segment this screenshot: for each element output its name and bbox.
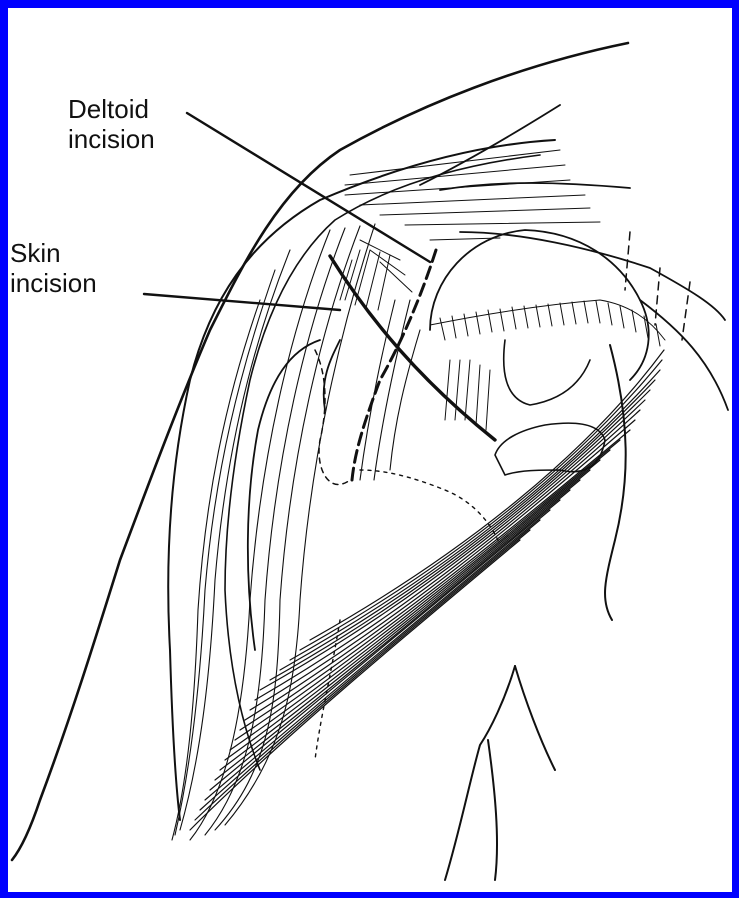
clavicle-contour: [420, 105, 560, 185]
skin-leader-line: [144, 294, 340, 310]
humerus-shaft-right: [324, 340, 340, 410]
humerus-shaft-left: [248, 340, 320, 650]
deltoid-leader-line: [187, 113, 430, 262]
deltoid-incision-label: Deltoid incision: [68, 94, 155, 154]
tuberosity-hatching: [340, 250, 490, 430]
capsule-fringe: [430, 300, 665, 346]
acromion-contour: [460, 232, 725, 320]
outer-arm-contour: [12, 43, 628, 860]
trunk-contour-2: [445, 666, 515, 880]
posterior-arm-contour: [605, 345, 626, 620]
skin-incision-label-line1: Skin: [10, 238, 97, 268]
tuberosity-outline: [504, 340, 590, 405]
skin-incision-label: Skin incision: [10, 238, 97, 298]
shoulder-top-contour: [640, 300, 728, 410]
pectoral-fibers: [190, 350, 664, 830]
deltoid-outline: [168, 140, 555, 820]
arm-muscle-fibers: [172, 224, 420, 840]
skin-incision-label-line2: incision: [10, 268, 97, 298]
trunk-contour-3: [488, 740, 497, 880]
deltoid-incision-label-line1: Deltoid: [68, 94, 155, 124]
deltoid-incision-label-line2: incision: [68, 124, 155, 154]
illustration-frame: Deltoid incision Skin incision: [8, 8, 732, 892]
skin-incision-line: [330, 256, 495, 440]
clavicle-dash-line: [315, 350, 350, 484]
humeral-head-outline: [430, 230, 649, 380]
trunk-contour-1: [515, 666, 555, 770]
deltoid-hatching: [345, 150, 600, 292]
deltoid-inner-outline: [225, 155, 540, 770]
